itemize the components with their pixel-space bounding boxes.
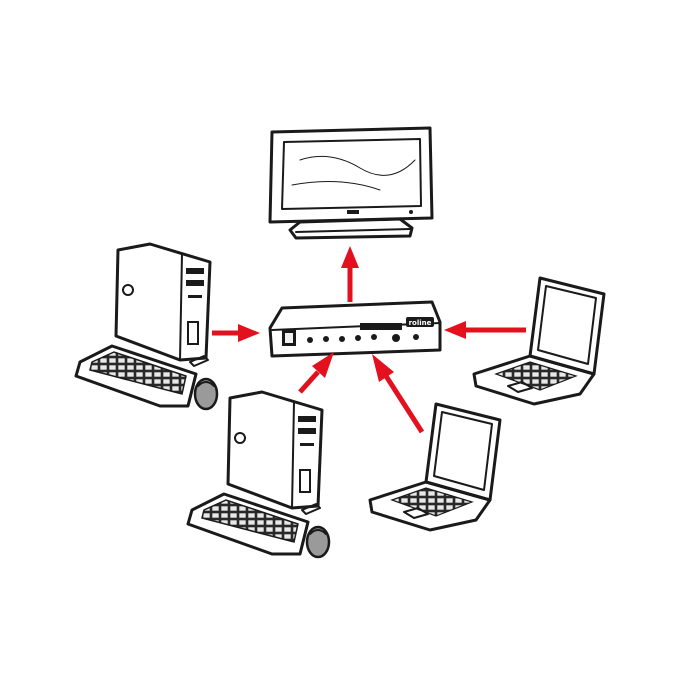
connection-arrows bbox=[212, 246, 526, 434]
switch-brand-label: roline bbox=[409, 319, 432, 327]
laptop-icon bbox=[368, 402, 502, 532]
desktop-pc-icon bbox=[186, 390, 331, 559]
arrow-pc-top-left-to-switch bbox=[212, 324, 260, 342]
monitor-icon bbox=[268, 126, 434, 240]
laptop-icon bbox=[472, 276, 606, 406]
arrow-pc-bottom-left-to-switch bbox=[298, 352, 334, 394]
arrow-laptop-bottom-right-to-switch bbox=[372, 354, 425, 434]
switch-box-icon: roline bbox=[268, 300, 442, 358]
desktop-pc-icon bbox=[74, 242, 219, 411]
arrow-laptop-right-to-switch bbox=[444, 321, 526, 339]
arrow-switch-to-display bbox=[341, 246, 359, 302]
